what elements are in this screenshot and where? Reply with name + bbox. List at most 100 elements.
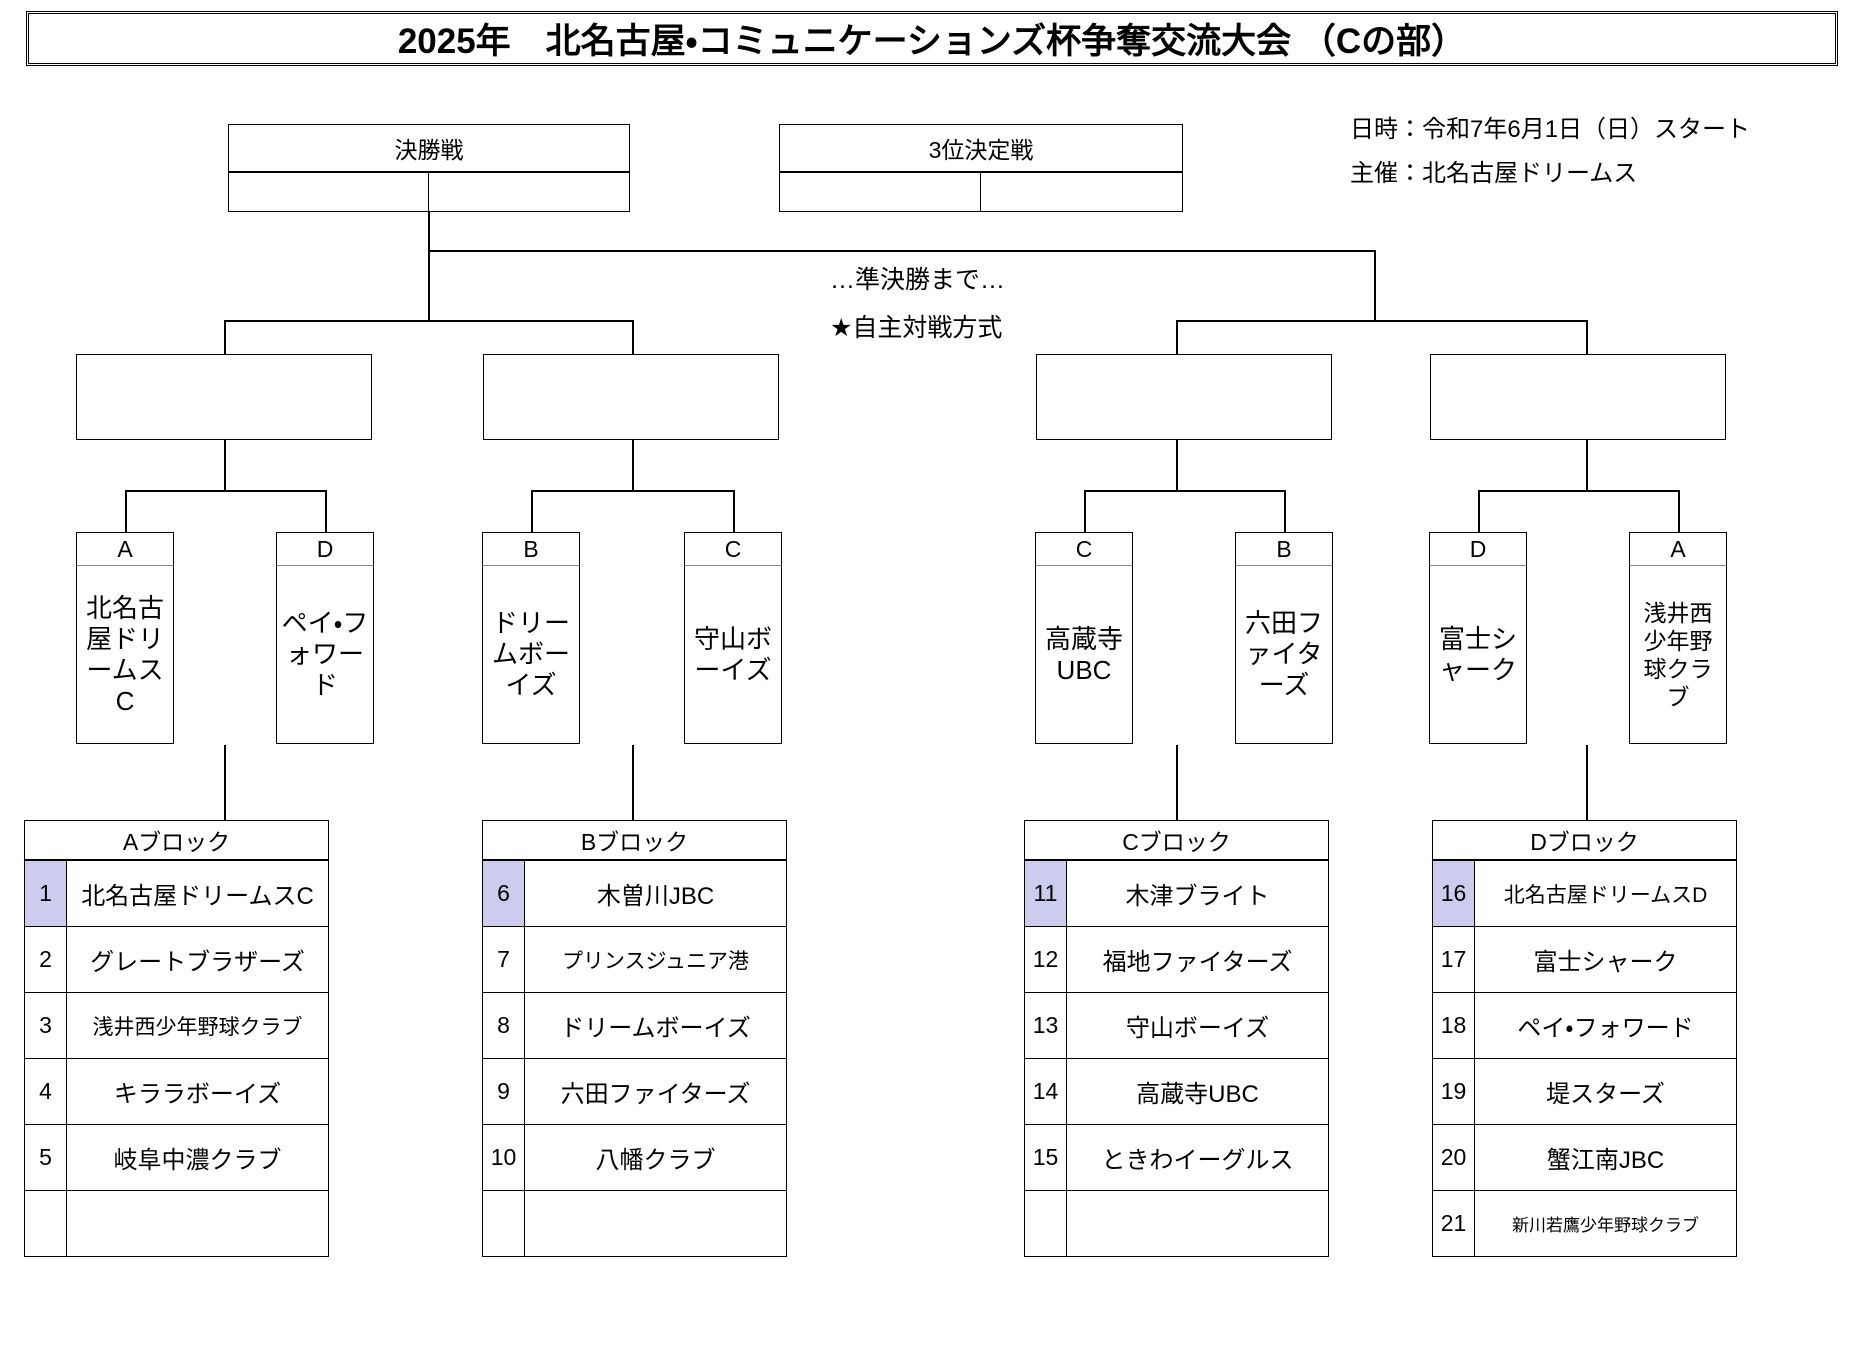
connector-qf6-stem [1284, 490, 1286, 532]
table-row[interactable]: 15 ときわイーグルス [1024, 1124, 1329, 1191]
qf-card-6[interactable]: B 六田ファイターズ [1235, 532, 1333, 744]
connector-sf2-stem [632, 320, 634, 354]
table-row[interactable]: 14 高蔵寺UBC [1024, 1058, 1329, 1125]
qf-seed-3: B [482, 532, 580, 566]
table-row[interactable]: 9 六田ファイターズ [482, 1058, 787, 1125]
table-row[interactable]: 19 堤スターズ [1432, 1058, 1737, 1125]
final-slot-left[interactable] [229, 173, 429, 211]
connector-qf8-stem [1678, 490, 1680, 532]
qf-card-5[interactable]: C 高蔵寺UBC [1035, 532, 1133, 744]
table-row[interactable] [482, 1190, 787, 1257]
connector-block-b-stem [632, 745, 634, 820]
annotation-line-2: ★自主対戦方式 [830, 314, 1003, 342]
block-b-row-5-team: 八幡クラブ [524, 1124, 787, 1191]
semifinal-box-1[interactable] [76, 354, 372, 440]
connector-block-a-stem [224, 745, 226, 820]
connector-right-semifinal-stem [1374, 250, 1376, 320]
block-table-b: Bブロック 6 木曽川JBC 7 プリンスジュニア港 8 ドリームボーイズ 9 … [482, 820, 787, 1257]
connector-block-c-stem [1176, 745, 1178, 820]
block-c-row-3-team: 守山ボーイズ [1066, 992, 1329, 1059]
table-row[interactable] [1024, 1190, 1329, 1257]
block-d-row-4-team: 堤スターズ [1474, 1058, 1737, 1125]
table-row[interactable]: 18 ペイ・フォワード [1432, 992, 1737, 1059]
table-row[interactable]: 17 富士シャーク [1432, 926, 1737, 993]
table-row[interactable]: 7 プリンスジュニア港 [482, 926, 787, 993]
table-row[interactable]: 3 浅井西少年野球クラブ [24, 992, 329, 1059]
third-place-slot-left[interactable] [780, 173, 981, 211]
connector-qf5-stem [1084, 490, 1086, 532]
block-c-row-3-num: 13 [1024, 992, 1067, 1059]
table-row[interactable]: 13 守山ボーイズ [1024, 992, 1329, 1059]
qf-seed-6: B [1235, 532, 1333, 566]
qf-card-2[interactable]: D ペイ・フォワード [276, 532, 374, 744]
block-b-table: 6 木曽川JBC 7 プリンスジュニア港 8 ドリームボーイズ 9 六田ファイタ… [482, 860, 787, 1257]
block-b-row-1-num: 6 [482, 860, 525, 927]
qf-seed-2: D [276, 532, 374, 566]
block-d-row-6-team: 新川若鷹少年野球クラブ [1474, 1190, 1737, 1257]
semifinal-box-3[interactable] [1036, 354, 1332, 440]
connector-qf-bar-3 [1084, 490, 1284, 492]
qf-card-4[interactable]: C 守山ボーイズ [684, 532, 782, 744]
table-row[interactable] [24, 1190, 329, 1257]
block-a-row-6-team [66, 1190, 329, 1257]
block-b-row-4-num: 9 [482, 1058, 525, 1125]
block-a-header: Aブロック [24, 820, 329, 860]
semifinal-box-4[interactable] [1430, 354, 1726, 440]
connector-sf3-down [1176, 440, 1178, 490]
block-b-row-6-team [524, 1190, 787, 1257]
block-d-header: Dブロック [1432, 820, 1737, 860]
table-row[interactable]: 1 北名古屋ドリームスC [24, 860, 329, 927]
table-row[interactable]: 4 キララボーイズ [24, 1058, 329, 1125]
block-a-row-5-num: 5 [24, 1124, 67, 1191]
block-a-row-4-team: キララボーイズ [66, 1058, 329, 1125]
qf-team-3: ドリームボーイズ [482, 566, 580, 744]
block-c-row-6-team [1066, 1190, 1329, 1257]
connector-qf-bar-4 [1478, 490, 1678, 492]
table-row[interactable]: 5 岐阜中濃クラブ [24, 1124, 329, 1191]
qf-card-8[interactable]: A 浅井西少年野球クラブ [1629, 532, 1727, 744]
qf-team-8: 浅井西少年野球クラブ [1629, 566, 1727, 744]
block-d-row-5-team: 蟹江南JBC [1474, 1124, 1737, 1191]
qf-team-4: 守山ボーイズ [684, 566, 782, 744]
block-b-row-3-num: 8 [482, 992, 525, 1059]
table-row[interactable]: 20 蟹江南JBC [1432, 1124, 1737, 1191]
table-row[interactable]: 12 福地ファイターズ [1024, 926, 1329, 993]
table-row[interactable]: 21 新川若鷹少年野球クラブ [1432, 1190, 1737, 1257]
block-d-row-4-num: 19 [1432, 1058, 1475, 1125]
block-b-row-2-num: 7 [482, 926, 525, 993]
table-row[interactable]: 2 グレートブラザーズ [24, 926, 329, 993]
final-slot-right[interactable] [429, 173, 629, 211]
block-a-row-2-num: 2 [24, 926, 67, 993]
table-row[interactable]: 16 北名古屋ドリームスD [1432, 860, 1737, 927]
qf-card-3[interactable]: B ドリームボーイズ [482, 532, 580, 744]
table-row[interactable]: 6 木曽川JBC [482, 860, 787, 927]
connector-sf3-stem [1176, 320, 1178, 354]
block-d-row-2-team: 富士シャーク [1474, 926, 1737, 993]
third-place-slot-right[interactable] [981, 173, 1182, 211]
block-c-row-2-num: 12 [1024, 926, 1067, 993]
semifinal-box-2[interactable] [483, 354, 779, 440]
bracket-annotation: …準決勝まで… ★自主対戦方式 [830, 256, 1090, 352]
qf-team-2: ペイ・フォワード [276, 566, 374, 744]
block-a-row-6-num [24, 1190, 67, 1257]
block-d-row-1-team: 北名古屋ドリームスD [1474, 860, 1737, 927]
block-c-row-1-team: 木津ブライト [1066, 860, 1329, 927]
block-d-row-5-num: 20 [1432, 1124, 1475, 1191]
table-row[interactable]: 8 ドリームボーイズ [482, 992, 787, 1059]
block-a-row-1-num: 1 [24, 860, 67, 927]
qf-team-1: 北名古屋ドリームスC [76, 566, 174, 744]
connector-left-sf-bar [224, 320, 634, 322]
connector-qf3-stem [531, 490, 533, 532]
connector-left-semifinal-stem [428, 250, 430, 320]
event-date: 日時：令和7年6月1日（日）スタート [1350, 116, 1751, 143]
table-row[interactable]: 11 木津ブライト [1024, 860, 1329, 927]
connector-qf7-stem [1478, 490, 1480, 532]
block-table-c: Cブロック 11 木津ブライト 12 福地ファイターズ 13 守山ボーイズ 14… [1024, 820, 1329, 1257]
qf-card-1[interactable]: A 北名古屋ドリームスC [76, 532, 174, 744]
block-c-row-4-team: 高蔵寺UBC [1066, 1058, 1329, 1125]
table-row[interactable]: 10 八幡クラブ [482, 1124, 787, 1191]
block-c-table: 11 木津ブライト 12 福地ファイターズ 13 守山ボーイズ 14 高蔵寺UB… [1024, 860, 1329, 1257]
qf-card-7[interactable]: D 富士シャーク [1429, 532, 1527, 744]
block-a-row-1-team: 北名古屋ドリームスC [66, 860, 329, 927]
block-a-row-2-team: グレートブラザーズ [66, 926, 329, 993]
